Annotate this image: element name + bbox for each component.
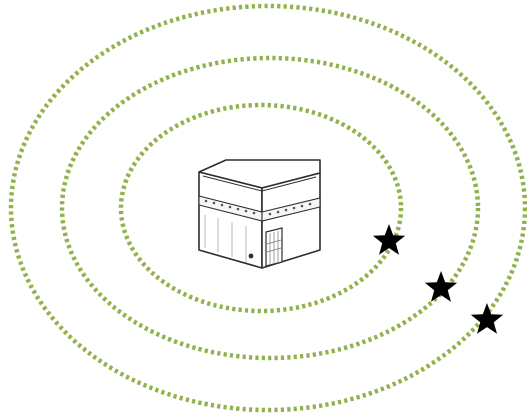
kaaba-corner-stone [249, 254, 254, 259]
star-icon [471, 303, 503, 334]
kaaba-left-face [199, 172, 262, 268]
star-icon [425, 271, 457, 302]
markers-layer [373, 224, 503, 334]
kaaba-icon [199, 160, 320, 268]
